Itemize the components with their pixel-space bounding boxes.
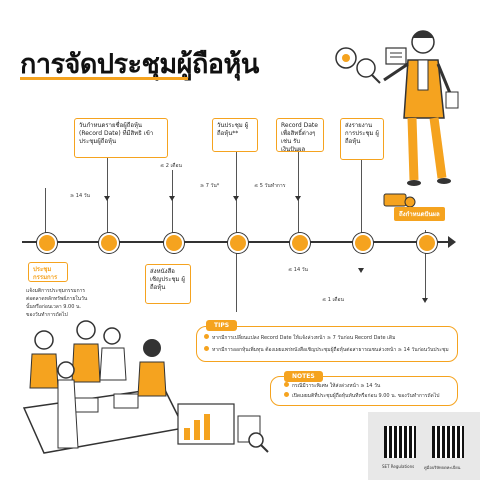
presenter-illustration xyxy=(335,30,459,186)
qr-right-label: คู่มือบริษัทจดทะเบียน xyxy=(424,465,461,470)
arrow-down-icon xyxy=(104,196,110,201)
tips-line: หากมีการเปลี่ยนแปลง Record Date ให้แจ้งล… xyxy=(204,334,454,342)
send-notice-box: ส่งหนังสือ เชิญประชุม ผู้ถือหุ้น xyxy=(145,264,191,304)
tips-line-text: หากมีการเปลี่ยนแปลง Record Date ให้แจ้งล… xyxy=(212,335,396,341)
timeline-node xyxy=(417,233,437,253)
guide-line xyxy=(361,160,362,250)
qr-code-icon[interactable] xyxy=(432,426,464,458)
bullet-icon xyxy=(284,382,289,387)
guide-line xyxy=(425,230,426,300)
meeting-day-box: วันประชุม ผู้ถือหุ้น** xyxy=(212,118,258,152)
timeline-node xyxy=(99,233,119,253)
bullet-icon xyxy=(204,334,209,339)
money-icon xyxy=(383,193,416,208)
page-title: การจัดประชุมผู้ถือหุ้น xyxy=(20,49,259,80)
notes-line: กรณีมีวาระพิเศษ ให้ส่งล่วงหน้า ≥ 14 วัน xyxy=(284,382,454,390)
dividend-record-date-box: Record Date เพื่อสิทธิ์ต่างๆ เช่น รับเงิ… xyxy=(276,118,324,153)
meeting-illustration xyxy=(22,320,186,454)
qr-left-label: SET Regulations xyxy=(382,464,415,469)
arrow-down-icon xyxy=(358,268,364,273)
tips-box xyxy=(196,326,458,362)
gap-label: ≤ 1 เดือน xyxy=(322,297,344,303)
tips-line-text: หากมีการออกหุ้นเพิ่มทุน ต้องเผยแพร่หนังส… xyxy=(212,347,449,353)
board-meeting-box: ประชุมกรรมการ xyxy=(28,262,68,282)
tips-line: หากมีการออกหุ้นเพิ่มทุน ต้องเผยแพร่หนังส… xyxy=(204,346,454,354)
board-meeting-note: แจ้งมติการประชุมกรรมการต่อตลาดหลักทรัพย์… xyxy=(26,288,88,318)
timeline-arrow-icon xyxy=(448,236,456,248)
gap-label: ≥ 14 วัน xyxy=(70,193,90,199)
report-box: ส่งรายงาน การประชุม ผู้ถือหุ้น xyxy=(340,118,384,160)
notes-line: เปิดเผยมติที่ประชุมผู้ถือหุ้นทันทีหรือก่… xyxy=(284,392,454,400)
timeline-node xyxy=(37,233,57,253)
gap-label: ≤ 5 วันทำการ xyxy=(254,183,286,189)
bullet-icon xyxy=(284,392,289,397)
report-text: ส่งรายงาน การประชุม ผู้ถือหุ้น xyxy=(345,122,379,145)
guide-line xyxy=(45,188,46,240)
arrow-down-icon xyxy=(233,196,239,201)
arrow-down-icon xyxy=(169,196,175,201)
dividend-record-date-text: Record Date เพื่อสิทธิ์ต่างๆ เช่น รับเงิ… xyxy=(281,122,318,153)
tips-label: TIPS xyxy=(206,320,238,331)
qr-code-icon[interactable] xyxy=(384,426,416,458)
timeline-node xyxy=(290,233,310,253)
notes-line-text: กรณีมีวาระพิเศษ ให้ส่งล่วงหน้า ≥ 14 วัน xyxy=(292,383,381,389)
notes-label: NOTES xyxy=(284,371,323,382)
title-underline xyxy=(20,77,188,80)
analytics-illustration xyxy=(177,403,269,453)
send-notice-text: ส่งหนังสือ เชิญประชุม ผู้ถือหุ้น xyxy=(150,268,185,291)
dividend-payment-label: ถึงกำหนดปันผล xyxy=(394,207,445,221)
arrow-down-icon xyxy=(422,298,428,303)
timeline-node xyxy=(353,233,373,253)
meeting-day-text: วันประชุม ผู้ถือหุ้น** xyxy=(217,122,249,137)
bullet-icon xyxy=(204,346,209,351)
notes-line-text: เปิดเผยมติที่ประชุมผู้ถือหุ้นทันทีหรือก่… xyxy=(292,393,440,399)
record-date-announce-box: วันกำหนดรายชื่อผู้ถือหุ้น (Record Date) … xyxy=(74,118,168,158)
arrow-down-icon xyxy=(295,196,301,201)
gap-label: ≤ 14 วัน xyxy=(288,267,308,273)
board-meeting-text: ประชุมกรรมการ xyxy=(33,266,58,281)
timeline-node xyxy=(164,233,184,253)
guide-line xyxy=(172,170,173,240)
timeline-node xyxy=(228,233,248,253)
gap-label: ≥ 7 วัน* xyxy=(200,183,220,189)
gap-label: ≤ 2 เดือน xyxy=(160,163,182,169)
guide-line xyxy=(236,152,237,312)
record-date-announce-text: วันกำหนดรายชื่อผู้ถือหุ้น (Record Date) … xyxy=(79,122,154,145)
qr-panel: SET Regulations คู่มือบริษัทจดทะเบียน xyxy=(368,412,480,480)
